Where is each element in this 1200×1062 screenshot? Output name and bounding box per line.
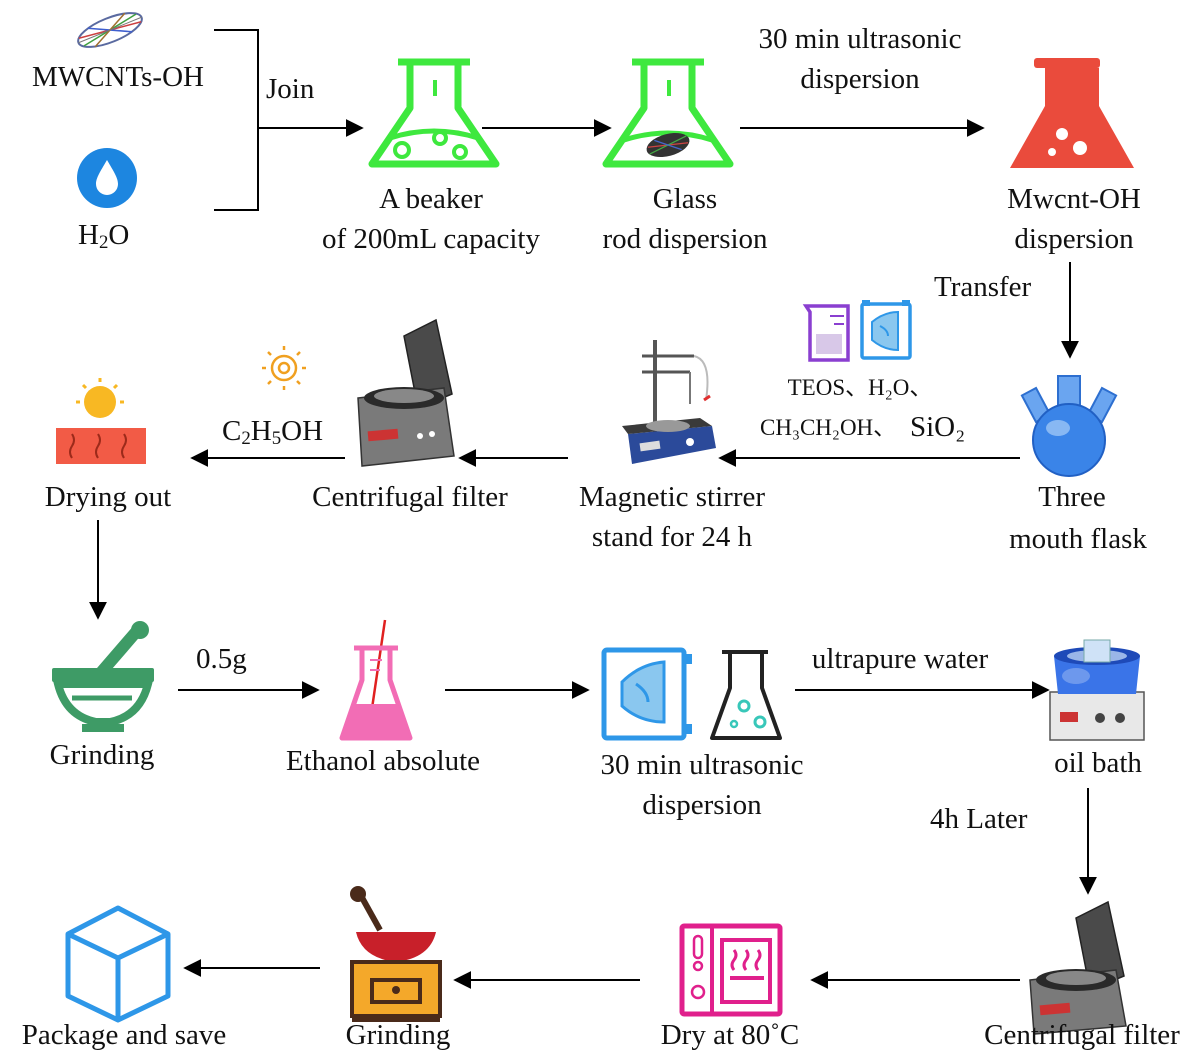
package-box-icon: [65, 905, 171, 1023]
nanotube-in-flask-icon: [646, 132, 690, 158]
ethanol-oh: OH: [281, 415, 324, 447]
mwcnt-dispersion-line1: Mwcnt-OH: [1007, 183, 1141, 215]
reagent-beaker-icon: [802, 304, 850, 362]
drying-label: Drying out: [44, 481, 172, 513]
join-bracket: [214, 29, 259, 211]
connector-lines: [89, 29, 1097, 989]
ethanol-flask-icon: [339, 619, 413, 741]
later-label: 4h Later: [930, 803, 1028, 835]
centrifuge-icon: [357, 318, 455, 467]
oil-bath-label: oil bath: [1054, 747, 1142, 779]
flask-label-line2: mouth flask: [1009, 523, 1147, 555]
beaker-flask-icon: [368, 58, 500, 168]
drying-oven-icon: [679, 923, 783, 1017]
grinding-label: Grinding: [49, 739, 155, 771]
nanotube-icon: [77, 12, 143, 48]
ethanol-formula: C2H5OH: [222, 414, 323, 450]
grinding-label-2: Grinding: [345, 1019, 451, 1051]
ethanol-absolute-label: Ethanol absolute: [285, 745, 481, 777]
glass-label-line1: Glass: [652, 183, 718, 215]
mwcnt-label: MWCNTs-OH: [32, 61, 204, 93]
glass-label-line2: rod dispersion: [602, 223, 768, 255]
glass-rod-flask-icon: [602, 58, 734, 168]
join-label: Join: [266, 73, 315, 105]
teal-flask-icon: [710, 650, 782, 740]
heat-flame-icon: [262, 346, 306, 390]
transfer-label: Transfer: [934, 271, 1032, 303]
centrifuge-label: Centrifugal filter: [312, 481, 508, 513]
ultrapure-water-label: ultrapure water: [811, 643, 989, 675]
ethanol-c: C: [222, 415, 242, 447]
magnetic-stirrer-icon: [622, 340, 716, 464]
water-label-h: H: [78, 219, 99, 251]
reagents-line2: CH₃CH₂OH、: [760, 415, 897, 440]
ultrasonic-label2-line1: 30 min ultrasonic: [600, 749, 804, 781]
ultrasonic-label-line2: dispersion: [800, 63, 920, 95]
stirrer-label-line1: Magnetic stirrer: [578, 481, 766, 513]
stirrer-label-line2: stand for 24 h: [591, 521, 753, 553]
centrifuge-label-2: Centrifugal filter: [984, 1019, 1180, 1051]
beaker-label-line1: A beaker: [379, 183, 483, 215]
three-mouth-flask-icon: [1020, 375, 1118, 477]
ethanol-sub-c: 2: [241, 427, 251, 449]
reagents-sio2: SiO₂: [910, 411, 966, 443]
ultrasonic-device-small-icon: [860, 300, 912, 360]
water-label: H2O: [78, 218, 129, 254]
ethanol-sub-h: 5: [271, 427, 282, 449]
mwcnt-dispersion-line2: dispersion: [1014, 223, 1134, 255]
beaker-label-line2: of 200mL capacity: [322, 223, 540, 255]
water-label-o: O: [108, 219, 130, 251]
reagents-line1: TEOS、H₂O、: [787, 375, 933, 400]
centrifuge-icon-2: [1029, 900, 1127, 1035]
drying-sun-icon: [56, 378, 146, 464]
ultrasonic-label2-line2: dispersion: [642, 789, 762, 821]
ethanol-h: H: [250, 415, 272, 447]
grinder-icon: [350, 886, 442, 1022]
oil-bath-icon: [1049, 639, 1145, 741]
package-label: Package and save: [21, 1019, 227, 1051]
mortar-pestle-icon: [52, 621, 154, 732]
flask-label-line1: Three: [1038, 481, 1106, 513]
water-drop-icon: [77, 148, 137, 208]
ultrasonic-label-line1: 30 min ultrasonic: [758, 23, 962, 55]
ultrasonic-device-icon: [601, 647, 692, 741]
dry-label: Dry at 80˚C: [660, 1019, 800, 1051]
water-label-sub: 2: [98, 231, 109, 253]
mwcnt-dispersion-flask-icon: [1010, 58, 1134, 168]
mass-label: 0.5g: [196, 643, 247, 675]
